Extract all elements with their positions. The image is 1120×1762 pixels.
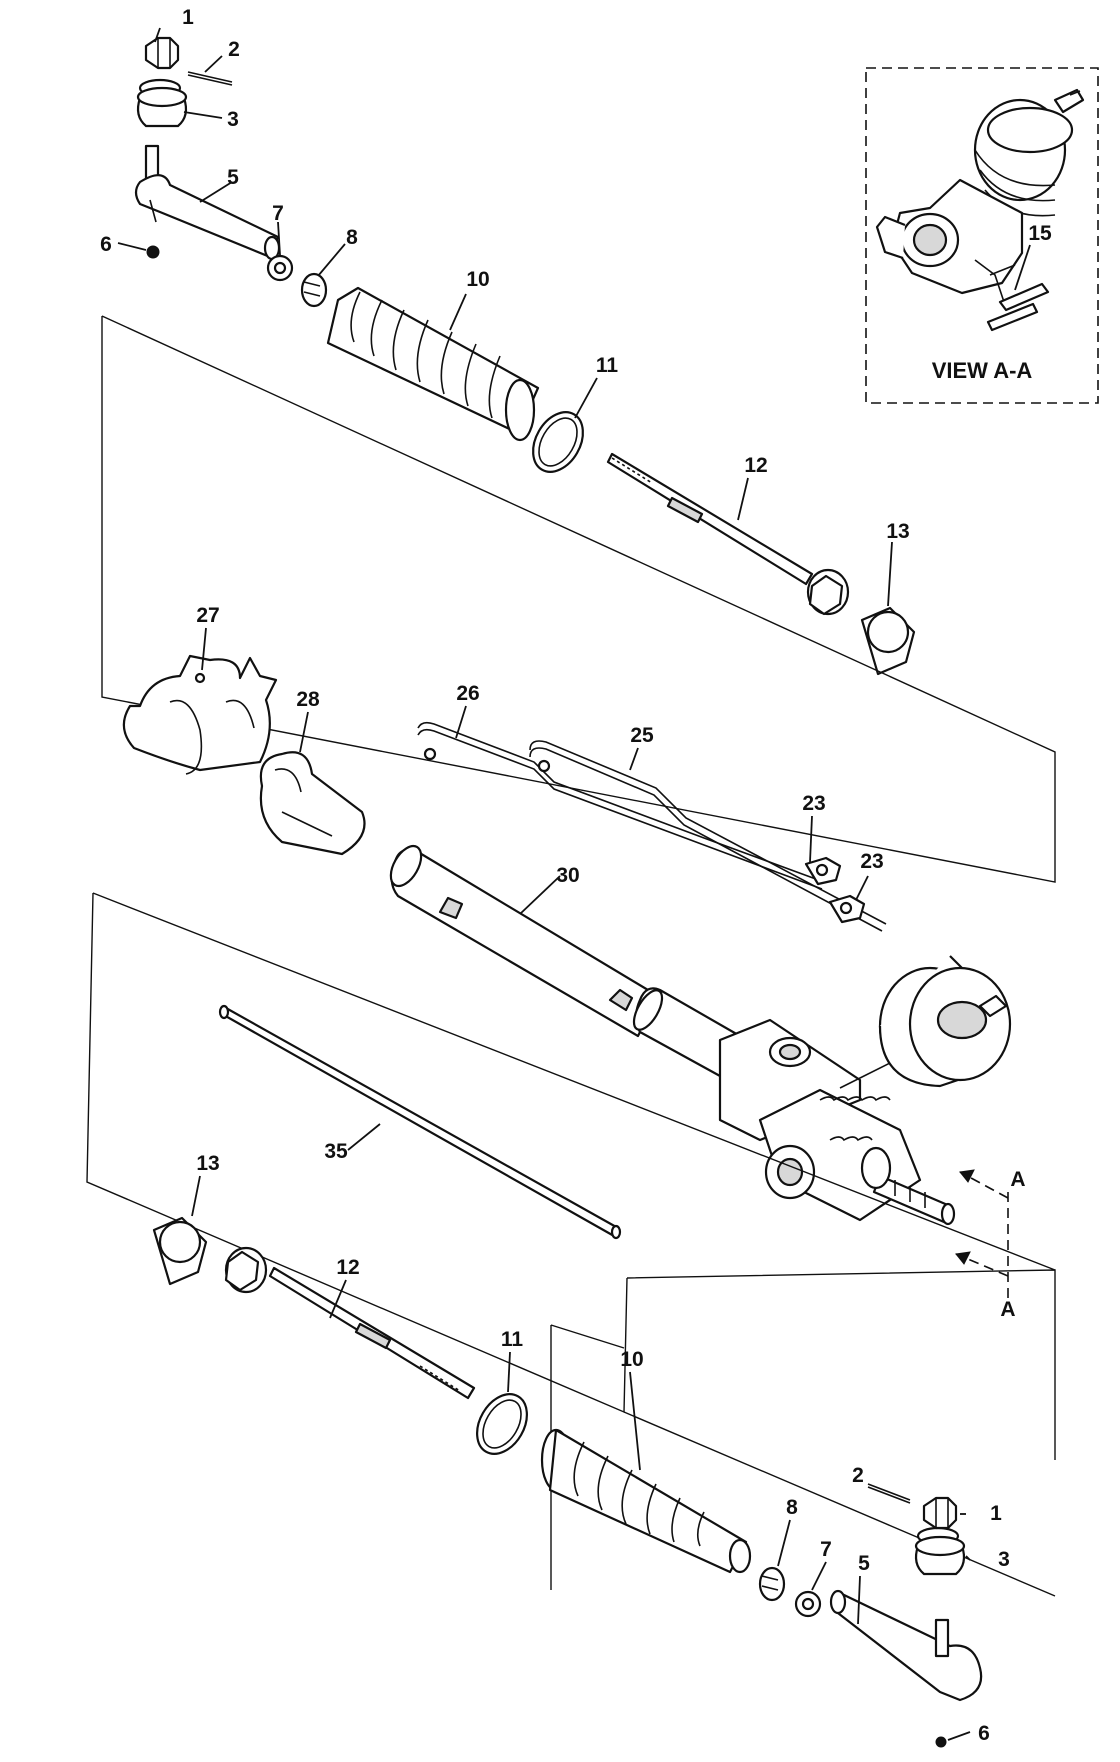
part-13-bushing-top bbox=[860, 606, 916, 676]
callout-30: 30 bbox=[556, 864, 579, 887]
section-arrows-a bbox=[955, 1169, 1009, 1298]
callout-12-bottom: 12 bbox=[336, 1256, 359, 1279]
part-6-grease-fitting-top bbox=[146, 245, 160, 259]
callout-35: 35 bbox=[324, 1140, 348, 1163]
callout-11-bottom: 11 bbox=[501, 1328, 524, 1351]
part-8-clamp-top bbox=[300, 272, 328, 308]
callout-10-bottom: 10 bbox=[620, 1348, 643, 1371]
part-12-inner-tie-rod-bottom bbox=[224, 1246, 476, 1400]
callout-7-top: 7 bbox=[272, 202, 284, 225]
part-7-jam-nut-top bbox=[266, 254, 294, 282]
part-28-mount-cushion bbox=[259, 751, 366, 856]
view-a-a-inset: 15 VIEW A-A bbox=[865, 67, 1099, 404]
part-2-cotter-pin-top bbox=[187, 71, 233, 83]
part-3-seal-top bbox=[136, 78, 188, 128]
part-23-fitting-upper bbox=[804, 856, 842, 886]
callout-2-bottom: 2 bbox=[852, 1464, 864, 1487]
callout-26: 26 bbox=[456, 682, 479, 705]
callout-5-top: 5 bbox=[227, 166, 239, 189]
callout-13-top: 13 bbox=[886, 520, 909, 543]
callout-8-top: 8 bbox=[346, 226, 358, 249]
callout-15: 15 bbox=[1028, 222, 1052, 245]
part-11-clamp-ring-top bbox=[532, 411, 584, 473]
part-27-mount-bracket bbox=[122, 654, 278, 775]
callout-8-bottom: 8 bbox=[786, 1496, 798, 1519]
part-25-fluid-line bbox=[529, 740, 887, 932]
part-3-seal-bottom bbox=[914, 1526, 966, 1576]
callout-10-top: 10 bbox=[466, 268, 489, 291]
callout-27: 27 bbox=[196, 604, 219, 627]
callout-6-bottom: 6 bbox=[978, 1722, 990, 1745]
callout-12-top: 12 bbox=[744, 454, 767, 477]
inset-dashed-frame bbox=[865, 67, 1099, 404]
view-title: VIEW A-A bbox=[932, 358, 1033, 383]
upper-group-frame bbox=[101, 315, 1056, 883]
inset-part-15-seal bbox=[986, 282, 1050, 332]
part-1-nut-bottom bbox=[922, 1496, 958, 1530]
callout-6-top: 6 bbox=[100, 233, 112, 256]
part-2-cotter-pin-bottom bbox=[867, 1483, 911, 1504]
part-7-jam-nut-bottom bbox=[794, 1590, 822, 1618]
top-tie-rod-end-group: 1 2 3 5 6 7 8 10 11 12 13 bbox=[100, 6, 916, 676]
callout-1-top: 1 bbox=[182, 6, 194, 29]
part-23-fitting-lower bbox=[828, 894, 866, 924]
part-5-tie-rod-end-top bbox=[134, 144, 281, 261]
callout-3-bottom: 3 bbox=[998, 1548, 1010, 1571]
callout-5-bottom: 5 bbox=[858, 1552, 870, 1575]
callout-13-bottom: 13 bbox=[196, 1152, 219, 1175]
section-label-a-lower: A bbox=[1000, 1298, 1015, 1321]
callout-25: 25 bbox=[630, 724, 654, 747]
callout-23-lower: 23 bbox=[860, 850, 883, 873]
callout-11-top: 11 bbox=[596, 354, 619, 377]
callout-1-bottom: 1 bbox=[990, 1502, 1002, 1525]
callout-3-top: 3 bbox=[227, 108, 239, 131]
part-13-bushing-bottom bbox=[152, 1216, 208, 1286]
section-label-a-upper: A bbox=[1010, 1168, 1025, 1191]
callout-28: 28 bbox=[296, 688, 320, 711]
part-1-nut-top bbox=[144, 36, 180, 70]
callout-7-bottom: 7 bbox=[820, 1538, 832, 1561]
part-11-clamp-ring-bottom bbox=[476, 1393, 528, 1455]
part-6-grease-fitting-bottom bbox=[935, 1736, 947, 1748]
part-35-rack bbox=[218, 1004, 622, 1240]
part-10-bellows-boot-bottom bbox=[540, 1428, 752, 1574]
callout-2-top: 2 bbox=[228, 38, 240, 61]
part-26-fluid-line bbox=[417, 721, 825, 890]
part-5-tie-rod-end-bottom bbox=[829, 1589, 983, 1702]
part-10-bellows-boot-top bbox=[326, 286, 540, 442]
inset-valve-housing bbox=[875, 88, 1085, 306]
part-30-rack-housing bbox=[389, 844, 1012, 1226]
callout-23-upper: 23 bbox=[802, 792, 825, 815]
leader-15 bbox=[1014, 244, 1031, 291]
part-8-clamp-bottom bbox=[758, 1566, 786, 1602]
part-12-inner-tie-rod-top bbox=[606, 452, 850, 616]
